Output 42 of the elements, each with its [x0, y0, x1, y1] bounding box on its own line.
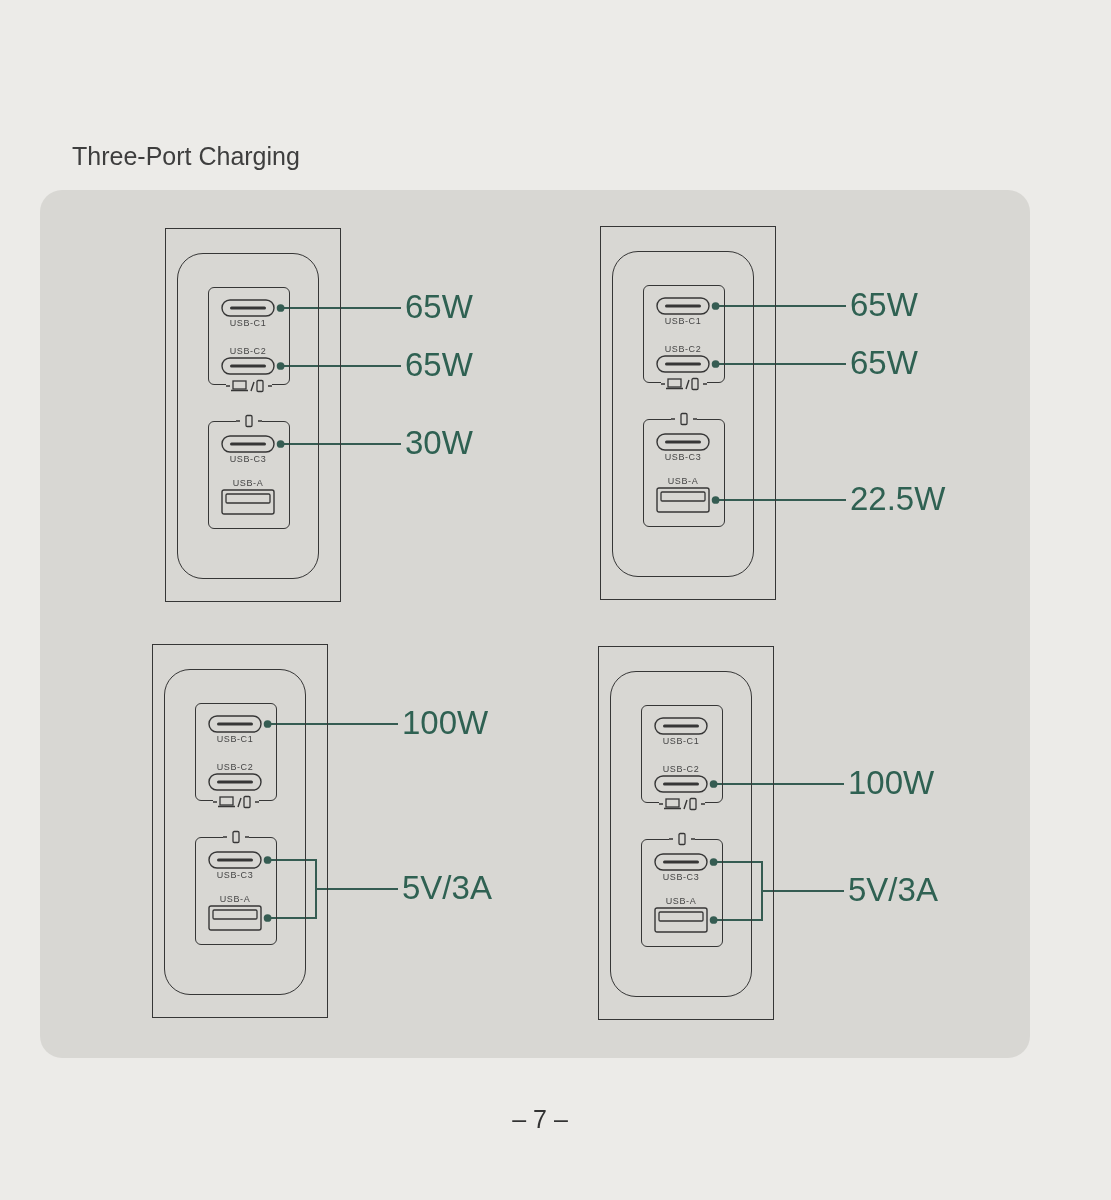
power-rating: 5V/3A [402, 871, 492, 905]
leader-line [276, 440, 402, 448]
leader-line [276, 304, 402, 312]
leader-line [276, 362, 402, 370]
page-title: Three-Port Charging [72, 141, 300, 171]
charger-body [598, 646, 774, 1020]
power-rating: 65W [850, 346, 918, 380]
leader-line [263, 888, 399, 922]
port-label: USB-C3 [664, 452, 702, 462]
port-label: USB-C3 [229, 454, 267, 464]
port-label: USB-C3 [662, 872, 700, 882]
power-rating: 22.5W [850, 482, 946, 516]
leader-line [711, 496, 847, 504]
page-number: – 7 – [512, 1104, 568, 1134]
port-label: USB-C2 [229, 346, 267, 356]
leader-line [709, 890, 845, 924]
leader-line [711, 360, 847, 368]
port-label: USB-A [219, 894, 251, 904]
leader-line [709, 780, 845, 788]
power-rating: 5V/3A [848, 873, 938, 907]
port-label: USB-A [232, 478, 264, 488]
leader-line [263, 720, 399, 728]
port-label: USB-A [665, 896, 697, 906]
power-rating: 100W [848, 766, 935, 800]
port-label: USB-C2 [216, 762, 254, 772]
power-rating: 100W [402, 706, 489, 740]
power-rating: 65W [405, 348, 473, 382]
port-label: USB-C1 [662, 736, 700, 746]
power-rating: 65W [850, 288, 918, 322]
port-label: USB-C2 [662, 764, 700, 774]
port-label: USB-C1 [664, 316, 702, 326]
port-label: USB-C1 [216, 734, 254, 744]
port-label: USB-A [667, 476, 699, 486]
power-rating: 65W [405, 290, 473, 324]
port-label: USB-C1 [229, 318, 267, 328]
port-label: USB-C3 [216, 870, 254, 880]
leader-line [711, 302, 847, 310]
charger-body [600, 226, 776, 600]
charger-body [152, 644, 328, 1018]
port-label: USB-C2 [664, 344, 702, 354]
power-rating: 30W [405, 426, 473, 460]
charger-body [165, 228, 341, 602]
